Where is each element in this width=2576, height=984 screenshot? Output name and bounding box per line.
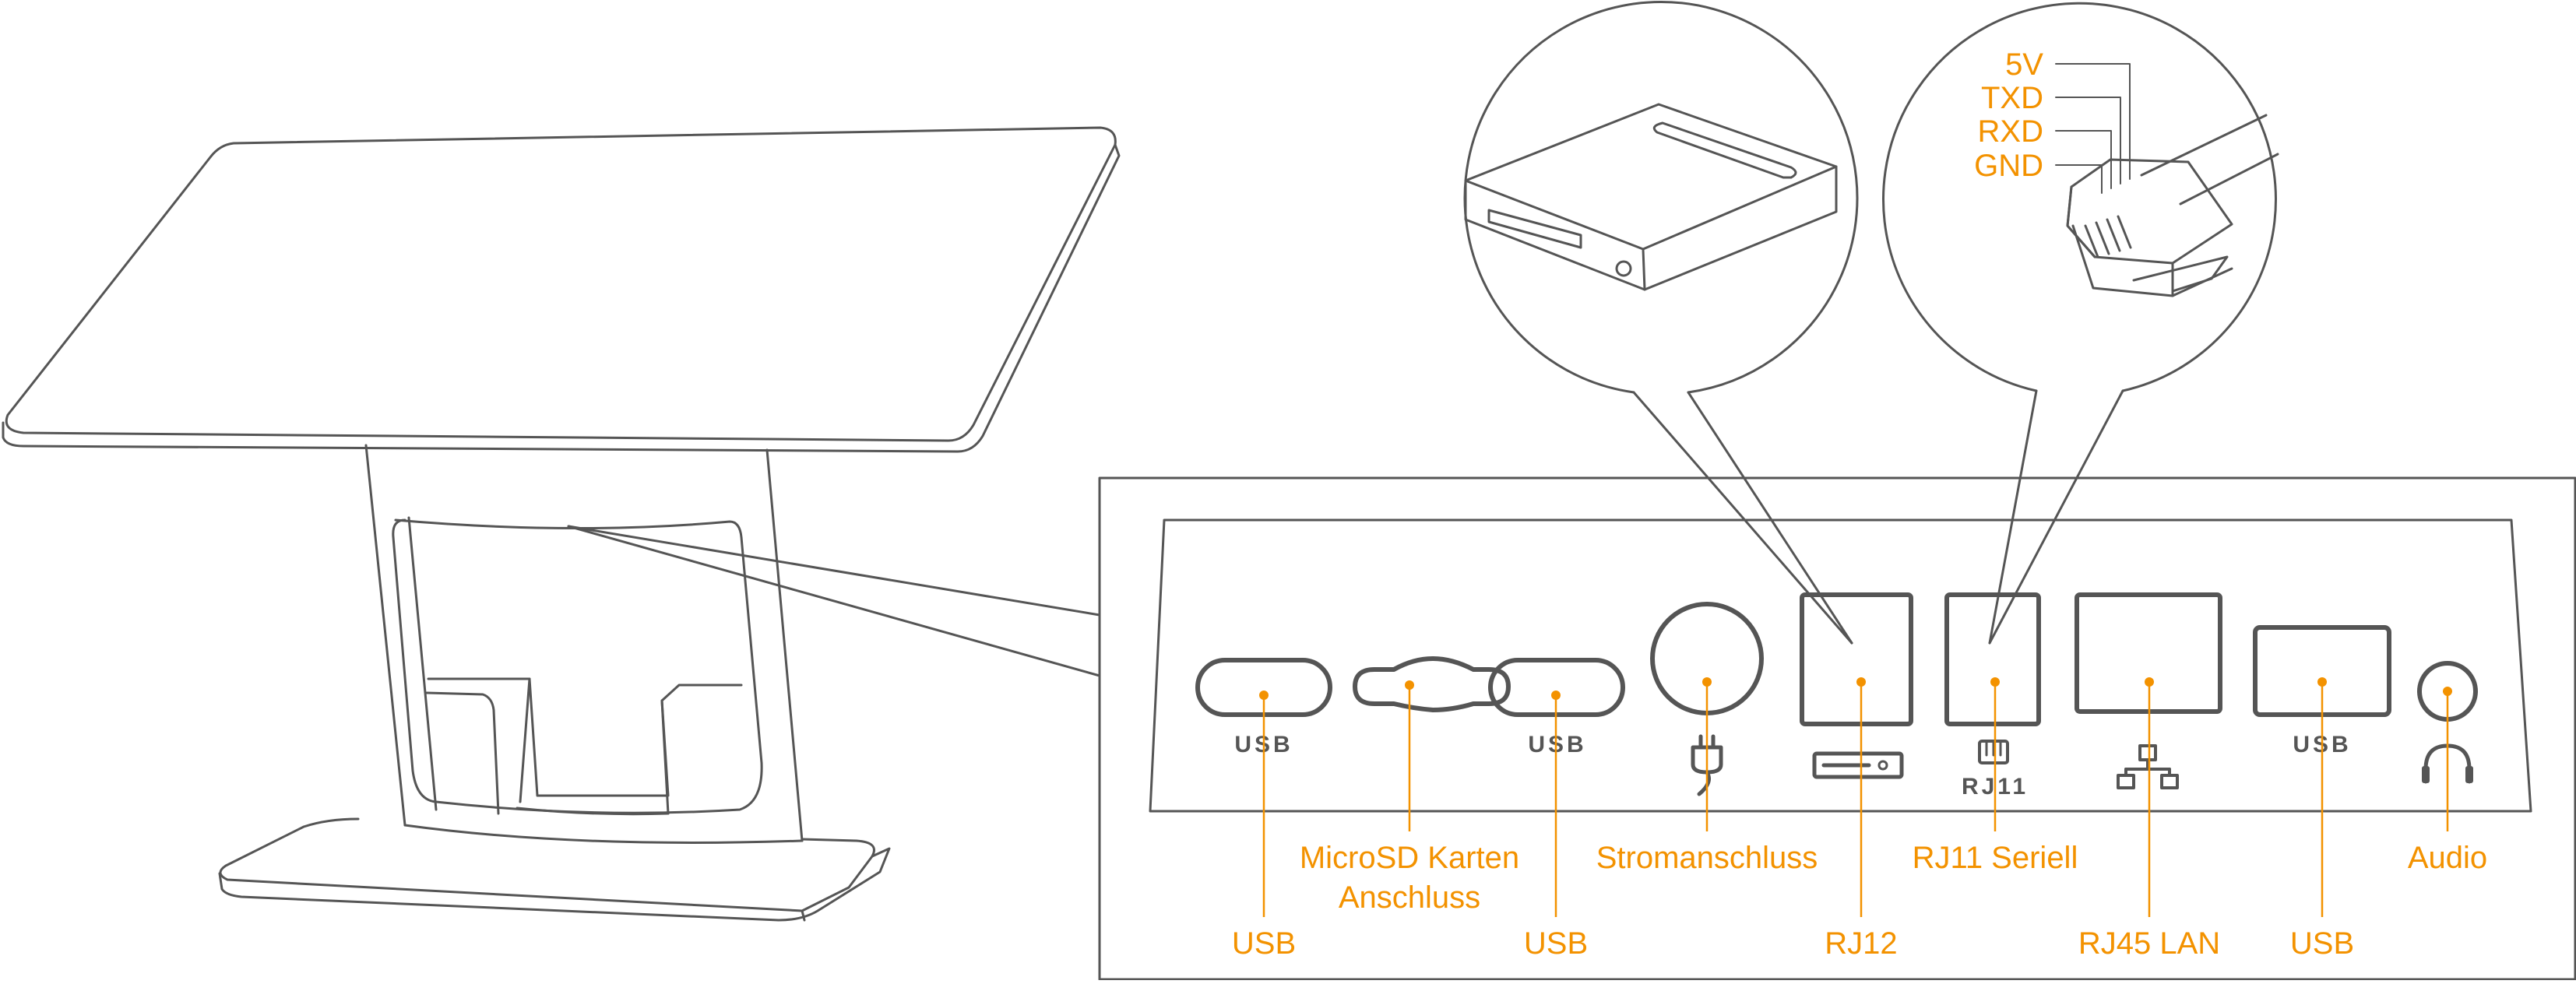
rj11-port[interactable]: RJ11 <box>1944 592 2041 800</box>
terminal-stand <box>364 444 804 844</box>
label-rj12: RJ12 <box>1825 926 1897 961</box>
usb-port-3[interactable]: USB <box>2253 625 2391 757</box>
pos-terminal <box>2 126 1121 922</box>
label-microsd-line1: MicroSD Karten <box>1300 841 1519 875</box>
label-usb-2: USB <box>1524 926 1588 961</box>
cash-drawer-icon <box>1812 751 1904 779</box>
label-rj45-lan: RJ45 LAN <box>2078 926 2220 961</box>
label-power: Stromanschluss <box>1596 841 1818 875</box>
usb-port-3-marking: USB <box>2293 732 2351 757</box>
label-usb-3: USB <box>2290 926 2354 961</box>
callout-leaders <box>1259 677 2452 917</box>
rj12-port[interactable] <box>1800 592 1913 779</box>
label-rj11-serial: RJ11 Seriell <box>1913 841 2078 875</box>
port-panel <box>1098 476 2576 981</box>
pin-label-5v: 5V <box>2005 47 2043 82</box>
cash-drawer-magnifier <box>1463 1 1859 645</box>
usb-port-2-marking: USB <box>1528 732 1586 757</box>
pin-label-gnd: GND <box>1974 149 2043 183</box>
terminal-base <box>218 817 891 922</box>
pin-leaders <box>2055 63 2131 194</box>
rj11-plug-illustration <box>2066 114 2279 297</box>
label-usb-1: USB <box>1232 926 1296 961</box>
rj11-port-marking: RJ11 <box>1962 774 2029 800</box>
label-audio: Audio <box>2408 841 2487 875</box>
terminal-screen <box>2 126 1121 453</box>
phone-jack-icon <box>1978 740 2009 764</box>
rj11-magnifier: 5V TXD RXD GND <box>1882 2 2279 645</box>
pin-label-rxd: RXD <box>1978 114 2043 149</box>
cash-drawer-illustration <box>1464 103 1838 291</box>
pin-label-txd: TXD <box>1981 81 2043 115</box>
network-lan-icon <box>2117 744 2179 789</box>
microsd-port[interactable] <box>1353 656 1511 712</box>
label-microsd-line2: Anschluss <box>1339 880 1480 915</box>
usb-port-1-marking: USB <box>1234 732 1293 757</box>
